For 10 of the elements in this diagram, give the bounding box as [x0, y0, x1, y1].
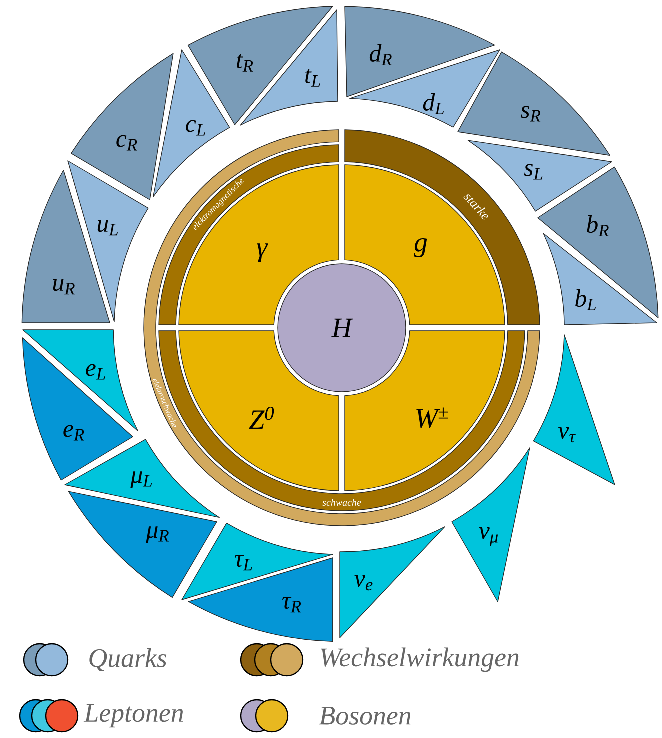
lepton-triangle: μ$_{R}$ — [68, 491, 218, 598]
legend-label: Wechselwirkungen — [320, 648, 519, 672]
neutrino-triangle: ν$_{e}$ — [340, 526, 446, 638]
quark-triangle: c$_{R}$ — [71, 53, 174, 200]
quark-triangle: s$_{R}$ — [458, 52, 610, 156]
neutrino-triangle: ν$_{μ}$ — [452, 448, 530, 602]
neutrino-triangle: ν$_{τ}$ — [533, 334, 616, 486]
legend-label: Leptonen — [84, 704, 184, 728]
legend-label: Quarks — [90, 648, 167, 672]
legend-label: Bosonen — [319, 707, 411, 725]
